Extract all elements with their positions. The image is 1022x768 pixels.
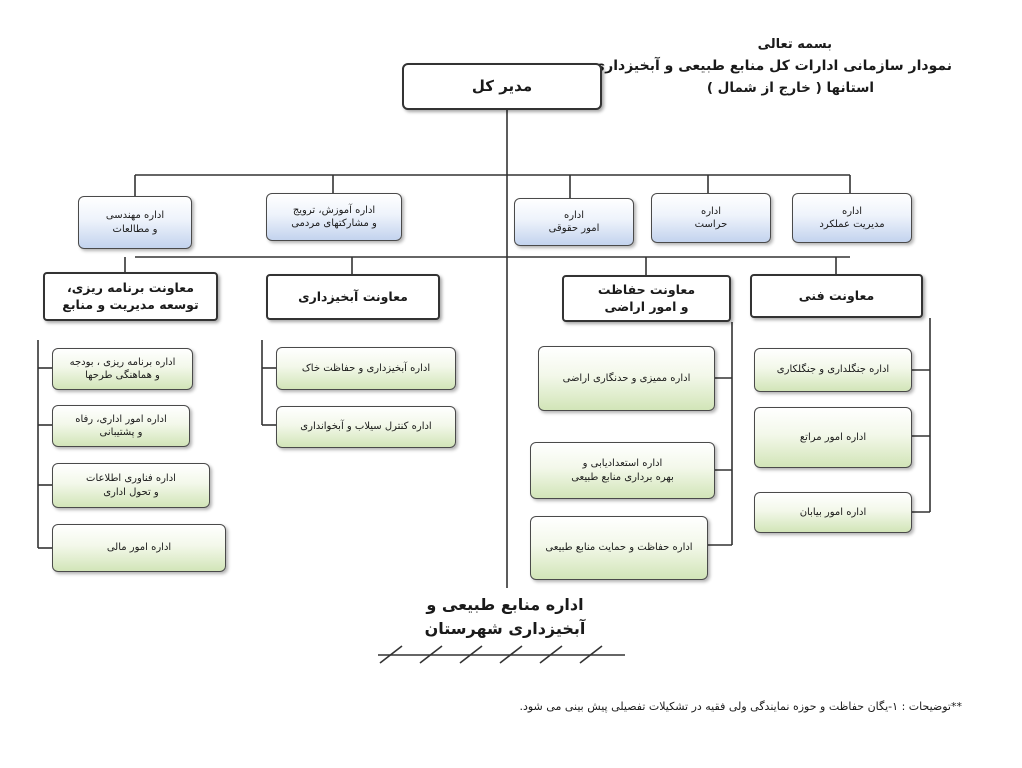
deputy-protection: معاونت حفاظت و امور اراضی: [562, 275, 731, 322]
office-planning-budget: اداره برنامه ریزی ، بودجه و هماهنگی طرحه…: [52, 348, 193, 390]
director-general-box: مدیر کل: [402, 63, 602, 110]
office-label: اداره برنامه ریزی ، بودجه و هماهنگی طرحه…: [69, 356, 176, 382]
chart-title: نمودار سازمانی ادارات کل منابع طبیعی و آ…: [592, 58, 952, 74]
office-label: اداره حفاظت و حمایت منابع طبیعی: [545, 542, 693, 554]
footnote: **توضیحات : ۱-یگان حفاظت و حوزه نمایندگی…: [519, 700, 962, 713]
office-finance: اداره امور مالی: [52, 524, 226, 572]
staff-office-security: اداره حراست: [651, 193, 771, 243]
staff-office-legal: اداره امور حقوقی: [514, 198, 634, 246]
staff-office-education: اداره آموزش، ترویج و مشارکتهای مردمی: [266, 193, 402, 241]
staff-office-label: اداره آموزش، ترویج و مشارکتهای مردمی: [291, 204, 377, 230]
header-line-1: بسمه تعالی: [757, 37, 832, 52]
office-label: اداره امور مالی: [106, 542, 172, 554]
office-forestry: اداره جنگلداری و جنگلکاری: [754, 348, 912, 392]
deputy-technical: معاونت فنی: [750, 274, 923, 318]
office-flood-control: اداره کنترل سیلاب و آبخوانداری: [276, 406, 456, 448]
chart-subtitle: استانها ( خارج از شمال ): [706, 80, 874, 96]
deputy-title: معاونت فنی: [798, 287, 875, 303]
deputy-watershed: معاونت آبخیزداری: [266, 274, 440, 320]
city-office-label: اداره منابع طبیعی و آبخیزداری شهرستان: [424, 595, 586, 638]
staff-office-label: اداره امور حقوقی: [548, 209, 600, 235]
office-administrative: اداره امور اداری، رفاه و پشتیبانی: [52, 405, 190, 447]
deputy-title: معاونت حفاظت و امور اراضی: [597, 281, 696, 314]
staff-office-performance: اداره مدیریت عملکرد: [792, 193, 912, 243]
office-label: اداره کنترل سیلاب و آبخوانداری: [300, 421, 432, 433]
office-watershed-soil: اداره آبخیزداری و حفاظت خاک: [276, 347, 456, 390]
office-label: اداره فناوری اطلاعات و تحول اداری: [86, 473, 176, 498]
office-label: اداره ممیزی و حدنگاری اراضی: [562, 372, 691, 384]
office-label: اداره آبخیزداری و حفاظت خاک: [301, 362, 431, 374]
office-resource-protection: اداره حفاظت و حمایت منابع طبیعی: [530, 516, 708, 580]
office-label: اداره امور اداری، رفاه و پشتیبانی: [75, 413, 167, 439]
office-resource-exploitation: اداره استعدادیابی و بهره برداری منابع طب…: [530, 442, 715, 499]
office-label: اداره جنگلداری و جنگلکاری: [776, 364, 890, 376]
office-rangeland: اداره امور مراتع: [754, 407, 912, 468]
staff-office-label: اداره حراست: [694, 205, 728, 231]
director-general-label: مدیر کل: [471, 77, 533, 96]
office-it: اداره فناوری اطلاعات و تحول اداری: [52, 463, 210, 508]
office-label: اداره امور مراتع: [799, 431, 867, 443]
office-land-survey: اداره ممیزی و حدنگاری اراضی: [538, 346, 715, 411]
staff-office-label: اداره مدیریت عملکرد: [819, 205, 885, 231]
deputy-planning: معاونت برنامه ریزی، توسعه مدیریت و منابع: [43, 272, 218, 321]
deputy-title: معاونت برنامه ریزی، توسعه مدیریت و منابع: [62, 279, 199, 312]
staff-office-label: اداره مهندسی و مطالعات: [105, 210, 165, 235]
office-label: اداره استعدادیابی و بهره برداری منابع طب…: [571, 458, 674, 483]
staff-office-engineering: اداره مهندسی و مطالعات: [78, 196, 192, 249]
deputy-title: معاونت آبخیزداری: [298, 288, 408, 304]
office-label: اداره امور بیابان: [799, 506, 867, 518]
office-desert: اداره امور بیابان: [754, 492, 912, 533]
